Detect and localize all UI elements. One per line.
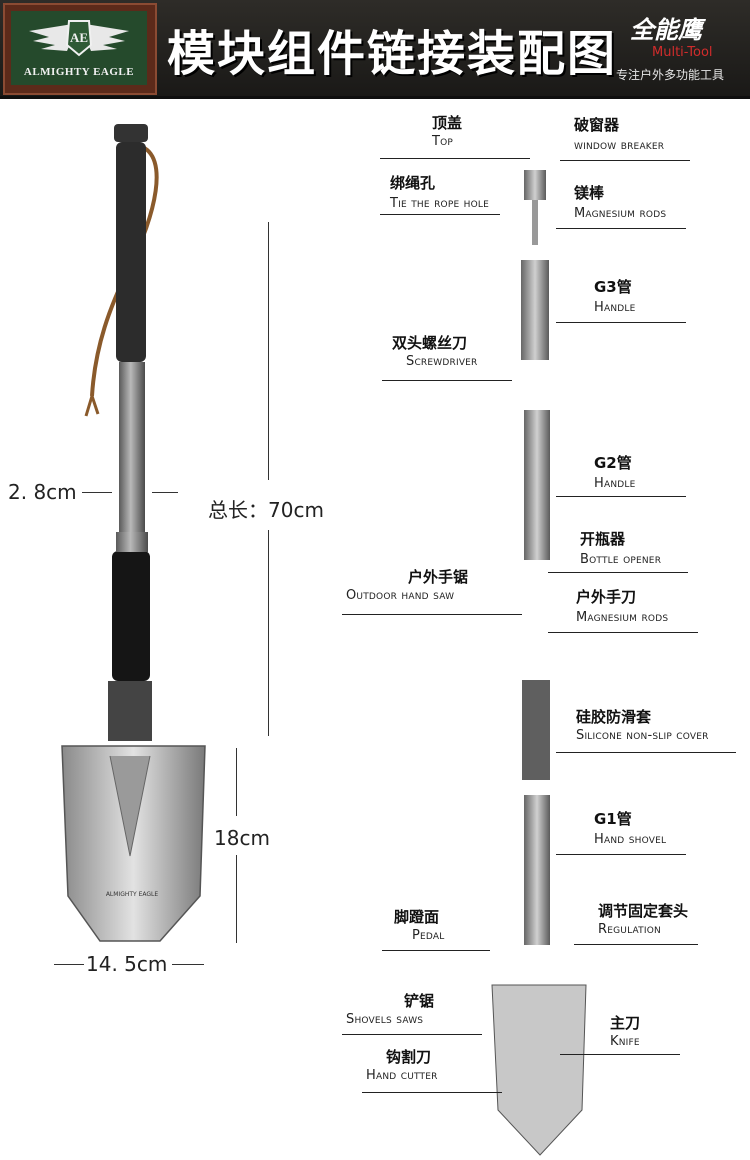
shovel-engraving: ALMIGHTY EAGLE bbox=[106, 891, 159, 898]
leader-line-outdoor-knife bbox=[548, 632, 698, 633]
label-screwdriver-cn: 双头螺丝刀 bbox=[392, 334, 468, 352]
leader-line-g3-handle bbox=[556, 322, 686, 323]
leader-line-silicone-cover bbox=[556, 752, 736, 753]
assembled-shovel-illustration: ALMIGHTY EAGLE bbox=[61, 124, 206, 942]
leader-line-regulation bbox=[574, 944, 698, 945]
label-knife-en: Knife bbox=[610, 1034, 640, 1049]
label-outdoor-knife-en: Magnesium rods bbox=[576, 610, 669, 625]
label-regulation-cn: 调节固定套头 bbox=[598, 902, 689, 920]
label-tie-rope-hole-cn: 绑绳孔 bbox=[390, 174, 436, 192]
leader-line-knife bbox=[560, 1054, 680, 1055]
label-g3-handle-cn: G3管 bbox=[594, 278, 632, 296]
label-pedal-en: Pedal bbox=[412, 928, 445, 943]
label-silicone-cover-cn: 硅胶防滑套 bbox=[576, 708, 652, 726]
label-g1-hand-shovel-cn: G1管 bbox=[594, 810, 632, 828]
brand-tagline: 专注户外多功能工具 bbox=[616, 68, 725, 82]
label-knife-cn: 主刀 bbox=[610, 1014, 641, 1032]
diameter-arrow-right bbox=[152, 492, 178, 493]
leader-line-g2-handle bbox=[556, 496, 686, 497]
label-hand-cutter-en: Hand cutter bbox=[366, 1068, 438, 1083]
logo-panel: AE ALMIGHTY EAGLE bbox=[11, 11, 147, 85]
label-tie-rope-hole-en: Tie the rope hole bbox=[390, 196, 490, 211]
blade-width-line-left bbox=[54, 964, 84, 965]
header-banner: AE ALMIGHTY EAGLE 模块组件链接装配图 全能鹰 Multi-To… bbox=[0, 0, 750, 99]
logo-text: ALMIGHTY EAGLE bbox=[23, 66, 135, 78]
label-g3-handle-en: Handle bbox=[594, 300, 636, 315]
diameter-arrow-left bbox=[82, 492, 112, 493]
leader-line-pedal bbox=[382, 950, 490, 951]
blade-width-label: 14. 5cm bbox=[86, 952, 168, 976]
exploded-parts-illustration bbox=[491, 170, 587, 1156]
leader-line-magnesium-rods bbox=[556, 228, 686, 229]
label-top-en: Top bbox=[432, 134, 454, 149]
label-bottle-opener-cn: 开瓶器 bbox=[580, 530, 626, 548]
leader-line-outdoor-hand-saw bbox=[342, 614, 522, 615]
label-shovel-saws-cn: 铲锯 bbox=[404, 992, 435, 1010]
label-window-breaker-cn: 破窗器 bbox=[574, 116, 620, 134]
label-window-breaker-en: window breaker bbox=[574, 138, 665, 153]
leader-line-g1-hand-shovel bbox=[556, 854, 686, 855]
label-shovel-saws-en: Shovels saws bbox=[346, 1012, 424, 1027]
label-silicone-cover-en: Silicone non-slip cover bbox=[576, 728, 709, 743]
leader-line-tie-rope-hole bbox=[380, 214, 500, 215]
length-line-bottom bbox=[268, 530, 269, 736]
blade-height-label: 18cm bbox=[214, 826, 270, 850]
blade-height-line-top bbox=[236, 748, 237, 816]
label-regulation-en: Regulation bbox=[598, 922, 661, 937]
leader-line-top bbox=[380, 158, 530, 159]
leader-line-bottle-opener bbox=[548, 572, 688, 573]
brand-logo: AE ALMIGHTY EAGLE bbox=[3, 3, 157, 95]
leader-line-window-breaker bbox=[560, 160, 690, 161]
label-hand-cutter-cn: 钩割刀 bbox=[386, 1048, 432, 1066]
label-top-cn: 顶盖 bbox=[432, 114, 463, 132]
leader-line-shovel-saws bbox=[342, 1034, 482, 1035]
page-title: 模块组件链接装配图 bbox=[167, 26, 618, 82]
label-outdoor-knife-cn: 户外手刀 bbox=[576, 588, 637, 606]
brand-name-en: Multi-Tool bbox=[652, 45, 713, 60]
diameter-label: 2. 8cm bbox=[8, 480, 77, 504]
label-bottle-opener-en: Bottle opener bbox=[580, 552, 662, 567]
blade-height-line-bottom bbox=[236, 855, 237, 943]
blade-width-line-right bbox=[172, 964, 204, 965]
total-length-label: 总长：70cm bbox=[208, 498, 324, 522]
label-magnesium-rods-cn: 镁棒 bbox=[574, 184, 605, 202]
leader-line-hand-cutter bbox=[362, 1092, 502, 1093]
brand-name-cn: 全能鹰 bbox=[630, 15, 702, 44]
logo-initials: AE bbox=[70, 30, 88, 45]
label-pedal-cn: 脚蹬面 bbox=[394, 908, 440, 926]
label-outdoor-hand-saw-en: Outdoor hand saw bbox=[346, 588, 455, 603]
label-magnesium-rods-en: Magnesium rods bbox=[574, 206, 667, 221]
eagle-wings-icon: AE bbox=[29, 20, 129, 57]
length-line-top bbox=[268, 222, 269, 480]
label-g1-hand-shovel-en: Hand shovel bbox=[594, 832, 667, 847]
label-g2-handle-en: Handle bbox=[594, 476, 636, 491]
label-g2-handle-cn: G2管 bbox=[594, 454, 632, 472]
leader-line-screwdriver bbox=[382, 380, 512, 381]
label-screwdriver-en: Screwdriver bbox=[406, 354, 478, 369]
label-outdoor-hand-saw-cn: 户外手锯 bbox=[408, 568, 469, 586]
